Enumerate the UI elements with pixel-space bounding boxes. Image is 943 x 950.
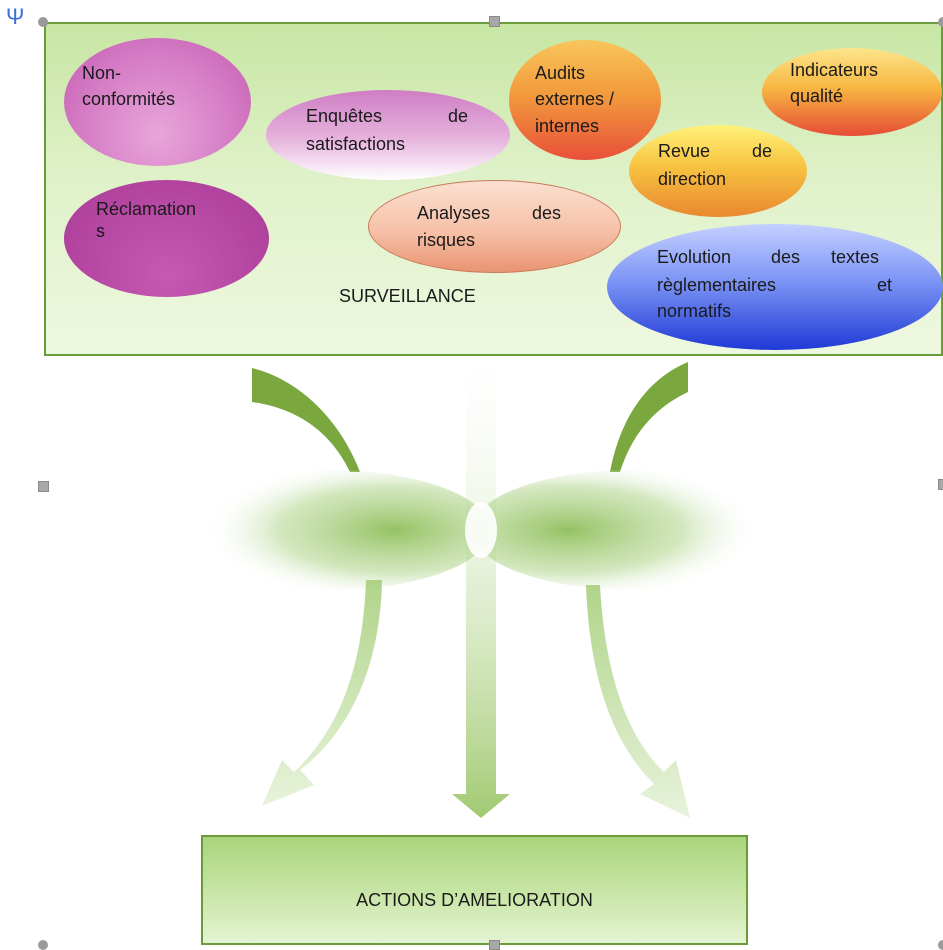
indicateurs-line-1: Indicateurs [790, 60, 879, 80]
corner-handle-bottom-right[interactable] [938, 940, 943, 950]
evolution-word-2: des [771, 247, 801, 267]
audits-line-1: Audits [535, 63, 586, 83]
audits-line-2: externes / [535, 89, 615, 109]
non-conformites-line-1: Non- [82, 63, 122, 83]
ellipse-evolution-textes: Evolution des textes règlementaires et n… [607, 224, 943, 350]
enquetes-word-2: de [448, 106, 469, 126]
audits-line-3: internes [535, 116, 600, 136]
reclamations-line-2: s [96, 221, 105, 241]
resize-handle-right[interactable] [938, 479, 943, 490]
ellipse-enquetes: Enquêtes de satisfactions [266, 90, 510, 180]
resize-handle-top[interactable] [489, 16, 500, 27]
revue-line-2: direction [658, 169, 727, 189]
evolution-word-1: Evolution [657, 247, 732, 267]
evolution-line-3: normatifs [657, 301, 732, 321]
analyses-word-2: des [532, 203, 562, 223]
revue-word-2: de [752, 141, 773, 161]
corner-handle-top-left[interactable] [38, 17, 48, 27]
corner-handle-top-right[interactable] [938, 17, 943, 27]
evolution-word-5: et [877, 275, 893, 295]
revue-word-1: Revue [658, 141, 711, 161]
reclamations-line-1: Réclamation [96, 199, 197, 219]
analyses-line-2: risques [417, 230, 476, 250]
resize-handle-bottom[interactable] [489, 940, 500, 950]
enquetes-line-2: satisfactions [306, 134, 406, 154]
ellipse-analyses-risques: Analyses des risques [368, 180, 621, 273]
right-lens [472, 470, 792, 590]
curved-arrow-top-right [610, 362, 688, 472]
enquetes-word-1: Enquêtes [306, 106, 383, 126]
actions-label: ACTIONS D’AMELIORATION [356, 890, 593, 910]
central-arrow [452, 360, 510, 818]
analyses-word-1: Analyses [417, 203, 491, 223]
left-lens [170, 470, 490, 590]
evolution-word-3: textes [831, 247, 880, 267]
anchor-icon[interactable]: Ψ [6, 4, 25, 29]
ellipse-audits: Audits externes / internes [509, 40, 661, 160]
ellipse-non-conformites: Non- conformités [64, 38, 251, 166]
ellipse-reclamations: Réclamation s [64, 180, 269, 297]
curved-arrow-bottom-right [586, 585, 690, 818]
curved-arrow-bottom-left [262, 580, 382, 806]
surveillance-label: SURVEILLANCE [339, 286, 476, 306]
curved-arrow-top-left [252, 368, 360, 472]
evolution-word-4: règlementaires [657, 275, 777, 295]
actions-box: ACTIONS D’AMELIORATION [201, 835, 748, 945]
corner-handle-bottom-left[interactable] [38, 940, 48, 950]
non-conformites-line-2: conformités [82, 89, 176, 109]
ellipse-indicateurs: Indicateurs qualité [762, 48, 942, 136]
indicateurs-line-2: qualité [790, 86, 844, 106]
resize-handle-left[interactable] [38, 481, 49, 492]
lens-center-highlight [465, 502, 497, 558]
ellipse-revue-direction: Revue de direction [629, 125, 807, 217]
